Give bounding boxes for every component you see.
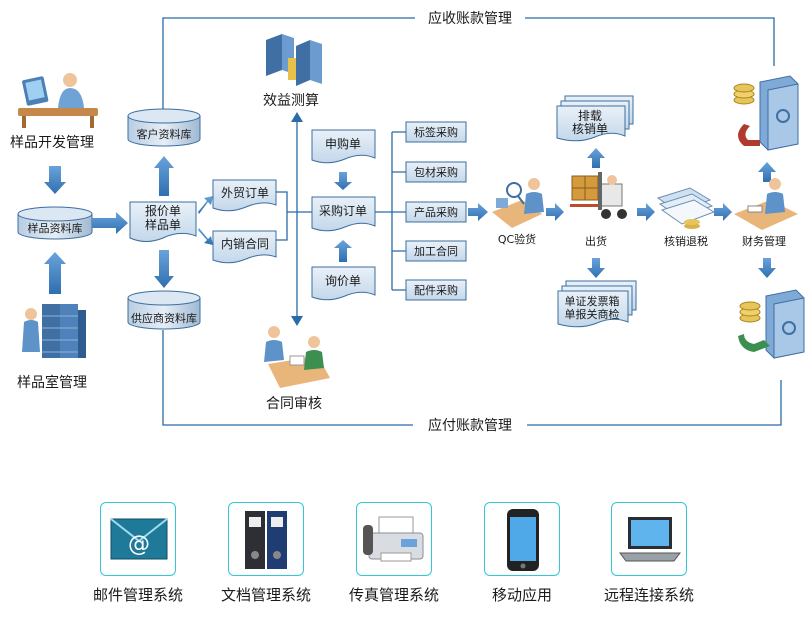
stowage-label: 排载 — [578, 109, 602, 123]
system-label: 邮件管理系统 — [92, 586, 183, 604]
receivable-safe-icon — [733, 75, 799, 151]
purchase-type-box — [405, 201, 467, 223]
fax-system-card — [356, 502, 432, 576]
system-label: 远程连接系统 — [603, 586, 694, 604]
purchase-type-label: 标签采购 — [414, 125, 458, 139]
qc-label: QC验货 — [498, 232, 536, 246]
inquiry-label: 询价单 — [325, 274, 361, 288]
email-system-card: @ — [100, 502, 176, 576]
binder-icon — [245, 511, 287, 569]
domestic-contract-document — [212, 230, 277, 264]
stowage-document-stack — [556, 95, 634, 142]
purchase-type-label: 产品采购 — [414, 205, 458, 219]
system-label: 文档管理系统 — [220, 586, 311, 604]
customs-document-stack — [557, 280, 637, 328]
purchase-type-box — [405, 240, 467, 262]
supplier-database-label: 供应商资料库 — [131, 311, 197, 325]
contract-review-people-icon — [264, 326, 330, 388]
mobile-phone-icon — [507, 509, 539, 571]
arrow-quote-to-domestic — [198, 228, 213, 245]
arrow-tax-to-finance — [714, 203, 732, 221]
sample-database-icon — [17, 206, 93, 240]
finance-management-icon — [734, 178, 798, 230]
purchase-type-label: 包材采购 — [414, 165, 458, 179]
arrow-quote-to-foreign — [198, 196, 213, 214]
mobile-app-card — [484, 502, 560, 576]
purchase-order-label: 采购订单 — [319, 203, 367, 218]
arrow-inquiry-to-po — [334, 240, 352, 262]
inquiry-document — [311, 266, 376, 301]
shipping-forklift-icon — [570, 172, 627, 219]
arrow-finance-to-receivable — [758, 162, 776, 182]
benefit-server-icon — [266, 34, 322, 86]
system-label: 传真管理系统 — [348, 586, 439, 604]
remote-connection-card — [611, 502, 687, 576]
document-system-card — [228, 502, 304, 576]
arrow-requisition-to-po — [334, 172, 352, 190]
quote-label: 报价单 — [145, 203, 181, 218]
arrow-dev-to-db — [44, 166, 66, 194]
requisition-label: 申购单 — [325, 136, 361, 151]
receivables-label: 应收账款管理 — [428, 10, 512, 27]
qc-inspection-icon — [492, 178, 544, 228]
customer-database-icon — [127, 108, 201, 147]
customer-database-label: 客户资料库 — [137, 127, 192, 141]
shipping-label: 出货 — [585, 234, 607, 248]
arrow-shipping-to-tax — [637, 203, 655, 221]
supplier-database-icon — [127, 290, 201, 330]
sample-room-label: 样品室管理 — [17, 374, 87, 391]
arrow-benefit-review — [291, 112, 303, 326]
arrow-quote-to-customer — [154, 156, 174, 196]
purchase-order-document — [311, 196, 376, 232]
finance-label: 财务管理 — [742, 234, 786, 248]
arrow-shipping-to-stowage — [587, 148, 605, 168]
arrow-db-to-quote — [92, 212, 128, 234]
arrow-finance-to-payable — [758, 258, 776, 278]
payables-loop-line — [162, 330, 782, 426]
system-label: 移动应用 — [491, 586, 552, 604]
foreign-order-label: 外贸订单 — [221, 186, 269, 200]
purchase-type-box — [405, 121, 467, 143]
laptop-icon — [619, 517, 681, 562]
sample-database-label: 样品资料库 — [28, 221, 83, 235]
svg-text:@: @ — [128, 532, 150, 557]
benefit-label: 效益测算 — [263, 93, 319, 109]
arrow-shipping-to-docs — [587, 258, 605, 278]
documents-invoice-label: 单证发票箱 — [565, 294, 620, 308]
email-icon: @ — [110, 518, 168, 560]
requisition-document — [311, 129, 376, 164]
purchase-type-box — [405, 161, 467, 183]
arrow-purchase-to-qc — [468, 203, 488, 221]
tax-refund-documents-icon — [656, 187, 716, 229]
sample-room-icon — [22, 304, 86, 358]
purchase-type-label: 加工合同 — [414, 244, 458, 258]
connector-foreign-order — [276, 191, 288, 241]
domestic-contract-label: 内销合同 — [221, 236, 269, 251]
foreign-order-document — [212, 179, 277, 212]
arrow-room-to-db — [44, 252, 66, 294]
quote-sample-document — [129, 201, 197, 242]
po-branch-lines — [375, 131, 406, 291]
process-flow-diagram: 应收账款管理 应付账款管理 样品开发管理 样品资料库 样品室管理 — [10, 10, 805, 434]
purchase-type-boxes — [405, 121, 467, 301]
sample-sheet-label: 样品单 — [145, 217, 181, 232]
arrow-qc-to-shipping — [546, 203, 564, 221]
sample-development-person-icon — [18, 73, 98, 128]
purchase-type-box — [405, 279, 467, 301]
payable-safe-icon — [738, 289, 805, 359]
receivables-loop-line — [162, 17, 775, 110]
purchase-type-label: 配件采购 — [414, 283, 458, 297]
payables-label: 应付账款管理 — [428, 417, 512, 434]
arrow-quote-to-supplier — [154, 250, 174, 288]
verification-form-label: 核销单 — [572, 122, 608, 136]
tax-refund-label: 核销退税 — [664, 234, 708, 248]
fax-icon — [363, 516, 424, 562]
sample-development-label: 样品开发管理 — [10, 135, 94, 151]
customs-inspection-label: 单报关商检 — [565, 307, 620, 321]
contract-review-label: 合同审核 — [266, 396, 322, 412]
